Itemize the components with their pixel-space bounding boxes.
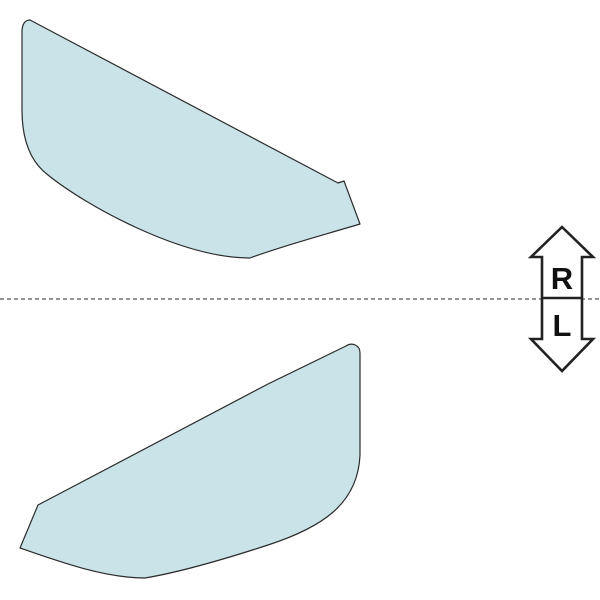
left-side-label: L xyxy=(553,308,572,343)
right-side-piece xyxy=(21,19,361,259)
right-side-label: R xyxy=(551,261,573,296)
side-indicator: R L xyxy=(527,225,597,373)
left-side-piece xyxy=(19,343,361,579)
